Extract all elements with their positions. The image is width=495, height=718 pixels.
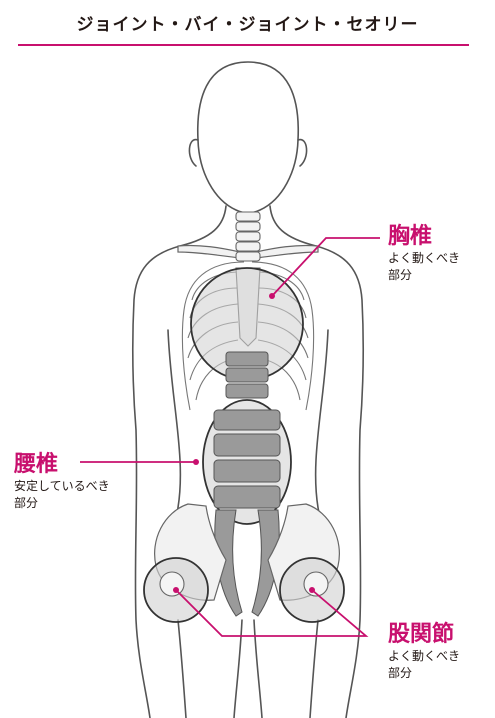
thoracic-leader (271, 237, 380, 297)
lumbar-vertebrae (213, 409, 281, 509)
label-hip: 股関節 よく動くべき 部分 (388, 622, 460, 682)
label-lumbar-line1: 安定しているべき (14, 479, 110, 493)
cervical-vertebrae (235, 211, 261, 262)
title-underline (18, 44, 469, 46)
label-lumbar-name: 腰椎 (14, 452, 59, 477)
leader-dots (173, 293, 315, 593)
label-thoracic-line2: 部分 (388, 268, 413, 282)
thoracic-vertebrae (225, 351, 269, 399)
label-lumbar-line2: 部分 (14, 496, 39, 510)
leader-lines (80, 237, 380, 637)
label-hip-name: 股関節 (388, 622, 455, 647)
label-hip-line2: 部分 (388, 666, 413, 680)
label-thoracic-line1: よく動くべき (388, 251, 461, 265)
label-thoracic-name: 胸椎 (388, 224, 433, 249)
label-lumbar: 腰椎 安定しているべき 部分 (14, 452, 110, 512)
label-thoracic: 胸椎 よく動くべき 部分 (388, 224, 460, 284)
hip-leader (175, 589, 369, 637)
label-hip-line1: よく動くべき (388, 649, 461, 663)
page-title: ジョイント・バイ・ジョイント・セオリー (76, 15, 419, 35)
